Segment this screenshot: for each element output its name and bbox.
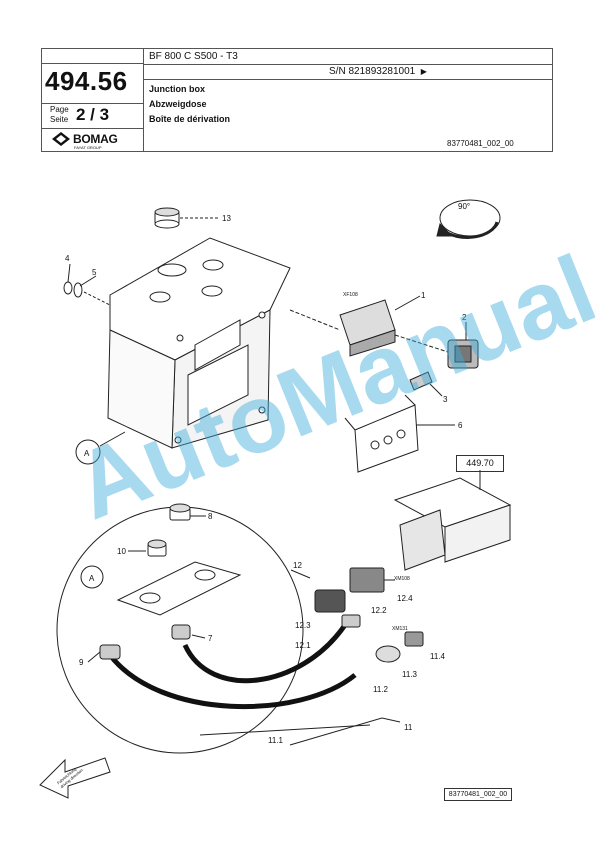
relay-1: [339, 299, 396, 357]
callout: 10: [117, 547, 126, 556]
part-number: 494.56: [45, 66, 128, 96]
callout: 13: [222, 214, 231, 223]
connector-12-3: [314, 589, 346, 613]
header-rule: [143, 79, 553, 80]
connector-12-2: [341, 614, 361, 628]
gland-8: [169, 503, 191, 521]
callout: 12.4: [397, 594, 413, 603]
gland-10: [147, 539, 167, 557]
detail-marker-a-inset: [80, 565, 104, 589]
callout: 4: [65, 254, 70, 263]
connector-11-4: [404, 631, 424, 647]
callout: 11: [404, 723, 413, 732]
title-english: Junction box: [149, 84, 205, 94]
doc-reference: 83770481_002_00: [447, 139, 514, 148]
title-french: Boîte de dérivation: [149, 114, 231, 124]
detail-panel: [116, 561, 242, 616]
callout: 9: [79, 658, 84, 667]
callout: 12: [293, 561, 302, 570]
rotation-arrow-icon: [436, 199, 501, 239]
page-number: 2 / 3: [76, 105, 110, 124]
header-rule: [42, 63, 143, 64]
detail-letter: A: [89, 574, 95, 583]
gland-9: [99, 644, 121, 660]
gland-7: [171, 624, 191, 640]
bomag-logo-icon: [52, 132, 70, 146]
callout: 11.3: [402, 670, 418, 679]
header-divider: [143, 49, 144, 151]
brand-name: BOMAG: [73, 132, 118, 146]
header-rule: [42, 128, 143, 129]
footer-reference: 83770481_002_00: [444, 788, 512, 801]
brand-subtitle: FAYAT GROUP: [74, 145, 102, 150]
callout: 12.2: [371, 606, 387, 615]
callout: 8: [208, 512, 213, 521]
bracket-6: [344, 394, 419, 473]
cable-gland-13: [154, 207, 180, 229]
callout: 2: [462, 313, 467, 322]
callout: 6: [458, 421, 463, 430]
washer-5: [73, 282, 83, 298]
callout: 11.1: [268, 736, 284, 745]
callout: 3: [443, 395, 448, 404]
callout: 5: [92, 268, 97, 277]
callout: 11.2: [373, 685, 389, 694]
header-rule: [42, 103, 143, 104]
connector-label: XF108: [343, 292, 358, 298]
callout: 1: [421, 291, 426, 300]
junction-box: [107, 237, 291, 449]
mounting-bracket: [393, 477, 512, 571]
connector-label: XM131: [392, 626, 408, 632]
callout: 11.4: [430, 652, 446, 661]
driving-direction-arrow-icon: [39, 757, 111, 799]
callout: 7: [208, 634, 213, 643]
connector-label: XM108: [394, 576, 410, 582]
title-german: Abzweigdose: [149, 99, 207, 109]
pin-3: [409, 371, 433, 391]
callout: 12.1: [295, 641, 311, 650]
detail-marker-a: [75, 439, 101, 465]
connector-11-3: [375, 645, 401, 663]
reference-box: 449.70: [456, 455, 504, 472]
connector-2: [447, 339, 479, 369]
serial-number: S/N 821893281001 ▶: [329, 66, 427, 77]
header-rule: [143, 64, 553, 65]
rotation-label: 90°: [458, 202, 470, 211]
callout: 12.3: [295, 621, 311, 630]
detail-letter: A: [84, 449, 90, 458]
nut-4: [63, 281, 73, 295]
model-name: BF 800 C S500 - T3: [149, 51, 238, 62]
header-block: 494.56 BF 800 C S500 - T3 S/N 8218932810…: [41, 48, 553, 152]
connector-12-4: [349, 567, 385, 593]
